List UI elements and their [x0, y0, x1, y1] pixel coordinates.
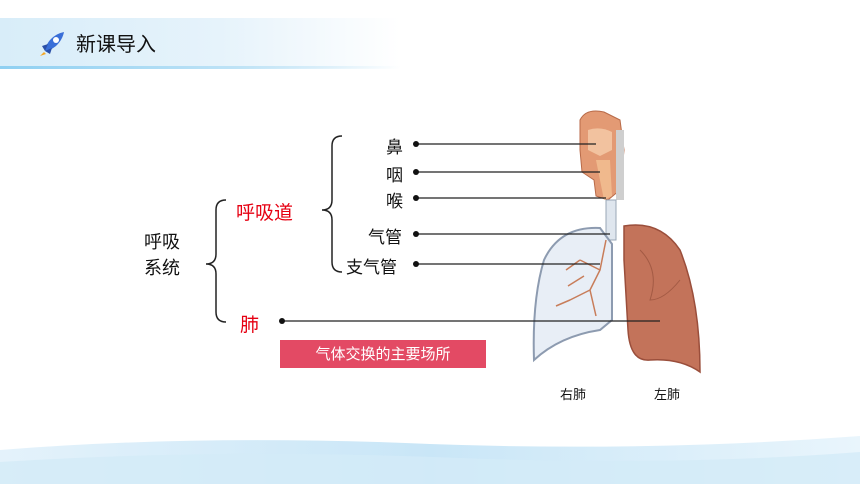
- bottom-wave-decoration: [0, 436, 860, 484]
- root-label: 呼吸 系统: [144, 230, 180, 282]
- header-underline: [0, 66, 400, 69]
- header-band: [0, 18, 400, 68]
- trachea-illustration: [605, 199, 617, 241]
- organ-trachea: 气管: [368, 228, 402, 248]
- page-title: 新课导入: [76, 32, 156, 56]
- organ-larynx: 喉: [386, 192, 403, 212]
- rocket-icon: [40, 32, 64, 56]
- organ-bronchi: 支气管: [346, 258, 397, 278]
- head-illustration: [579, 110, 625, 201]
- root-label-line2: 系统: [144, 258, 180, 279]
- gas-exchange-callout: 气体交换的主要场所: [280, 340, 486, 368]
- root-label-line1: 呼吸: [144, 232, 180, 253]
- organ-pharynx: 咽: [386, 166, 403, 186]
- airway-brace: [321, 135, 343, 273]
- organ-nose: 鼻: [386, 138, 403, 158]
- lung-label: 肺: [240, 314, 260, 336]
- left-lung-illustration: [623, 224, 701, 374]
- right-lung-illustration: [532, 226, 613, 363]
- right-lung-label: 右肺: [560, 388, 587, 403]
- airway-label: 呼吸道: [236, 202, 294, 224]
- left-lung-label: 左肺: [654, 388, 681, 403]
- outer-brace: [205, 199, 227, 323]
